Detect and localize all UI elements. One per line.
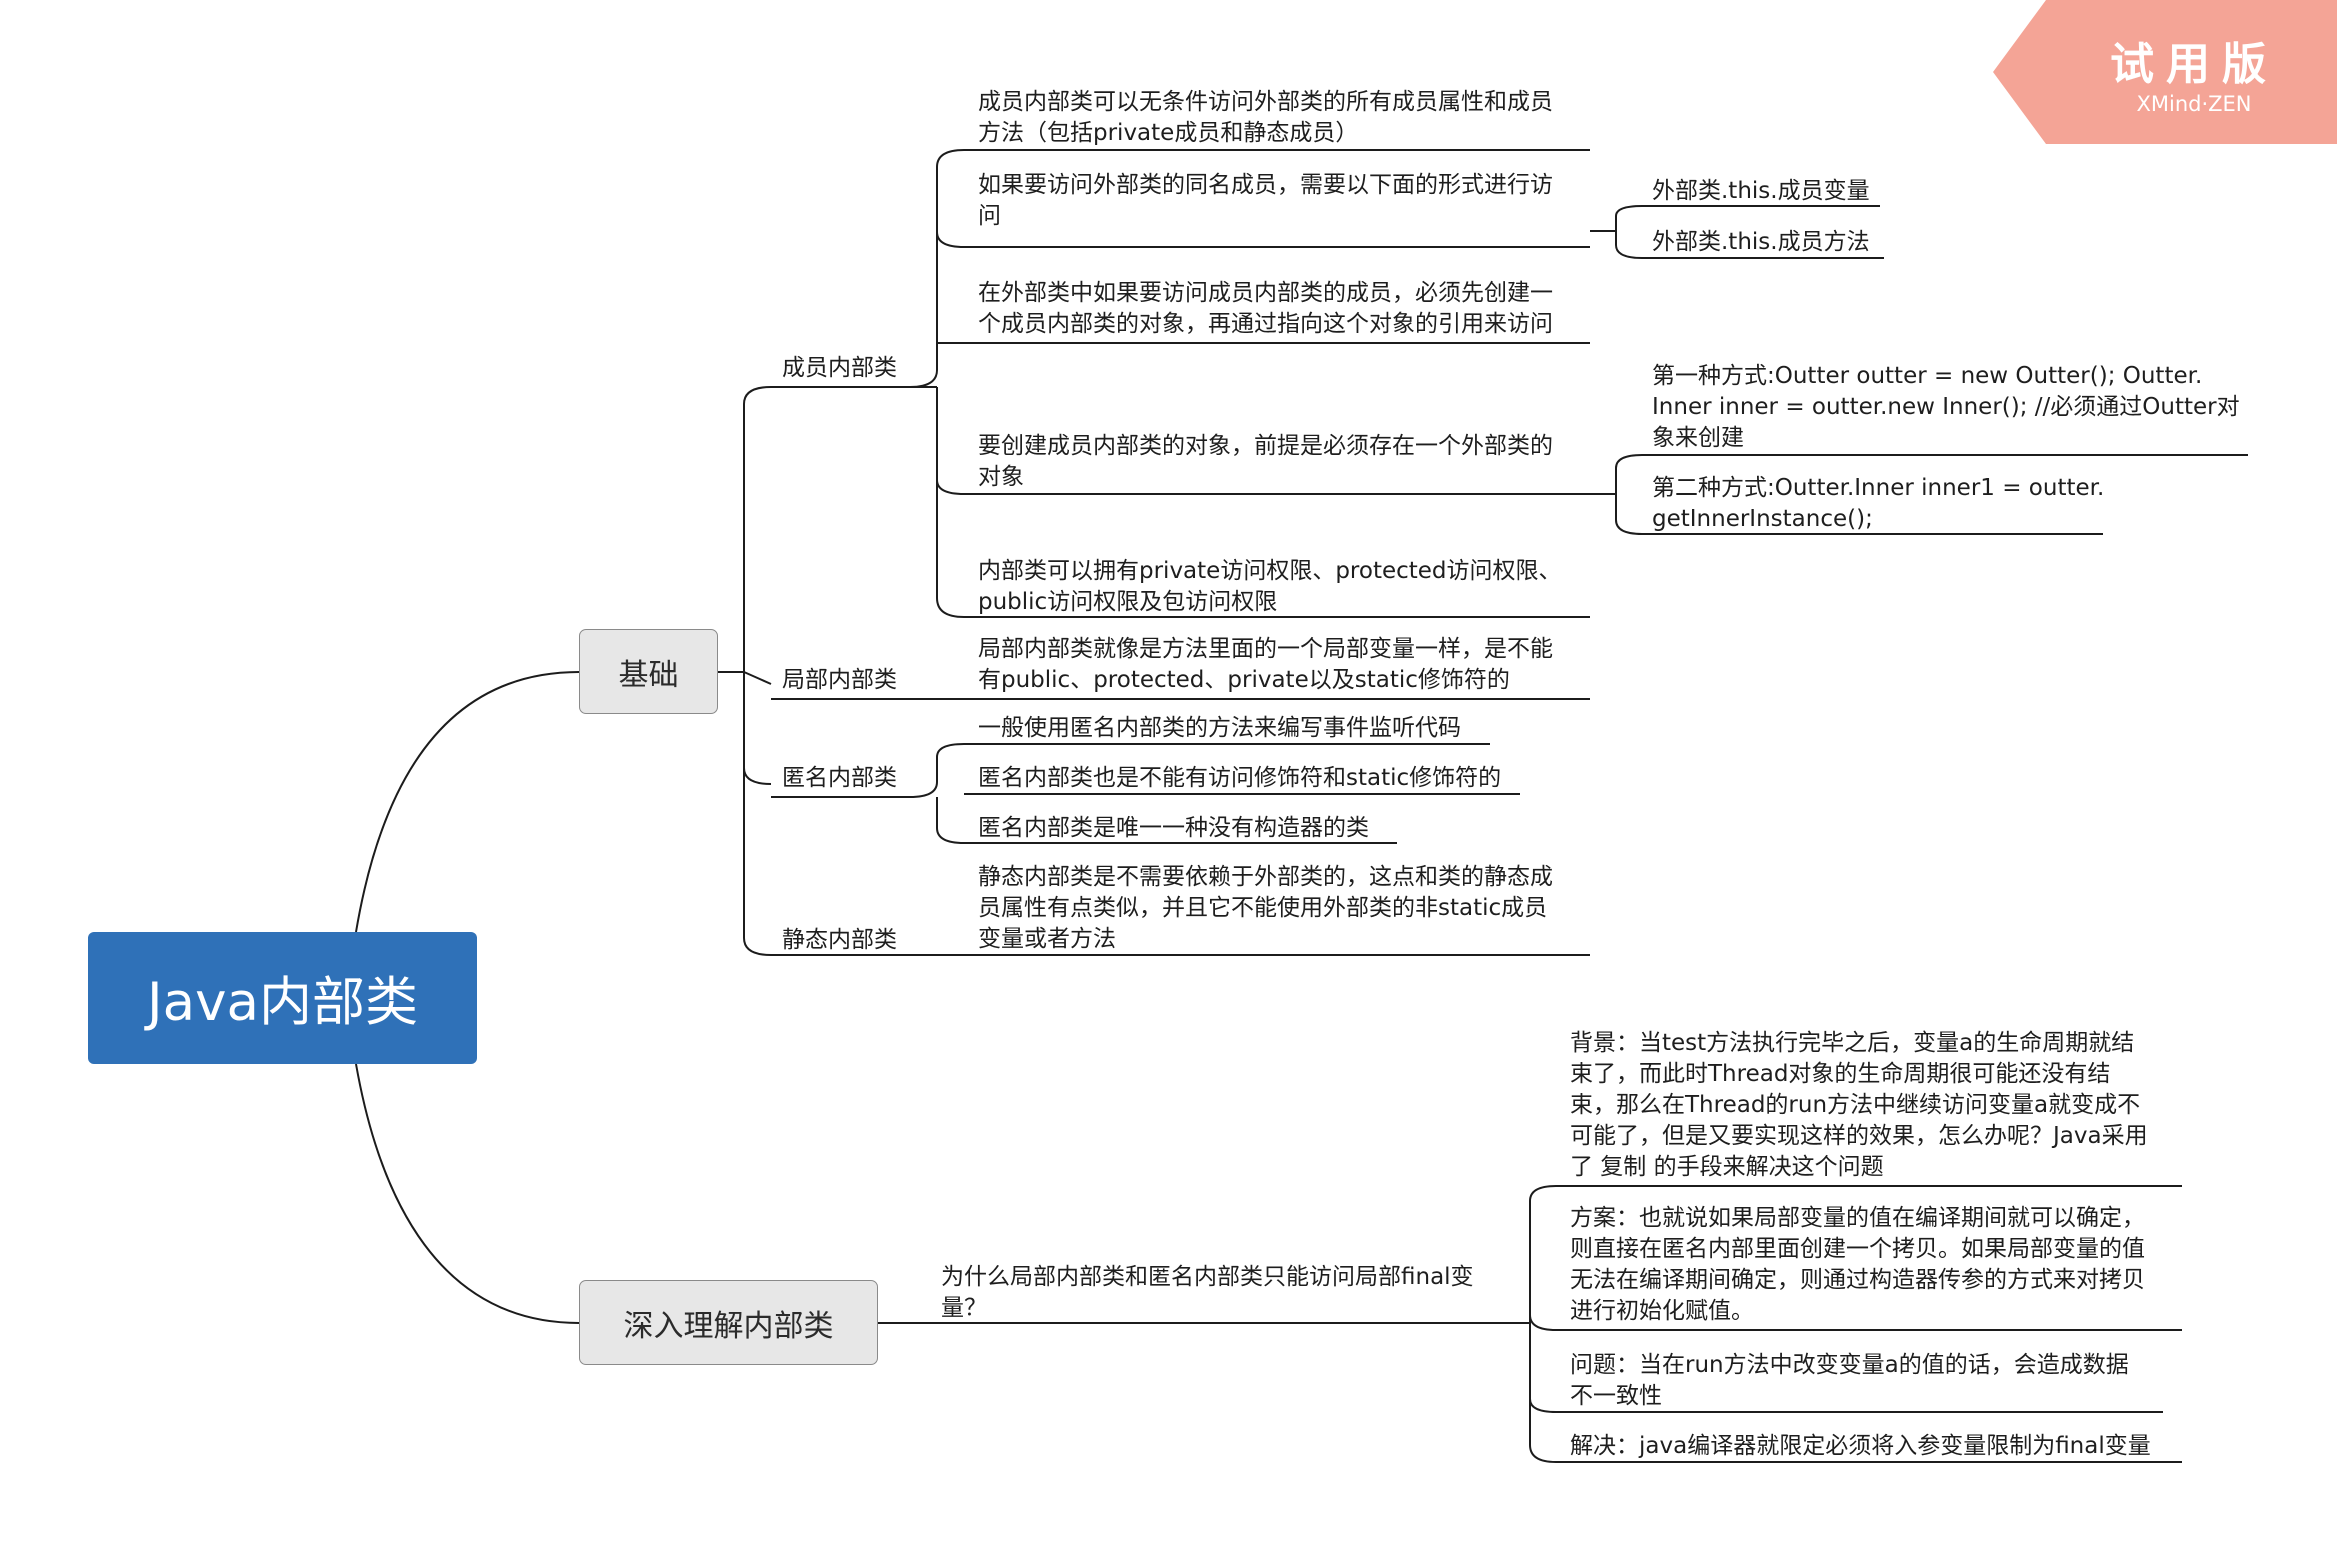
local-item-1-line-2: 有public、protected、private以及static修饰符的 [978,667,1510,693]
trial-watermark-subtitle: XMind·ZEN [2136,92,2252,116]
subtopic-static-inner-class[interactable]: 静态内部类 [782,927,897,953]
connector-basics-subs [743,386,772,956]
deep-question-line-2: 量？ [941,1295,987,1321]
member-item-4-line-1: 要创建成员内部类的对象，前提是必须存在一个外部类的 [978,433,1553,459]
answer-background-line-4: 可能了，但是又要实现这样的效果，怎么办呢？Java采用 [1570,1123,2148,1149]
deep-question-line-1: 为什么局部内部类和匿名内部类只能访问局部final变 [941,1264,1474,1290]
anonymous-item-3[interactable]: 匿名内部类是唯一一种没有构造器的类 [978,815,1369,841]
answer-background-line-5: 了 复制 的手段来解决这个问题 [1570,1154,1884,1180]
same-name-form-variable[interactable]: 外部类.this.成员变量 [1652,178,1870,204]
static-item-1-line-3: 变量或者方法 [978,926,1116,952]
answer-resolution[interactable]: 解决：java编译器就限定必须将入参变量限制为final变量 [1570,1433,2151,1459]
create-way-1-line-2: Inner inner = outter.new Inner(); //必须通过… [1652,394,2240,420]
answer-background-line-1: 背景：当test方法执行完毕之后，变量a的生命周期就结 [1570,1030,2135,1056]
trial-watermark-title: 试用版 [2110,39,2278,90]
answer-solution-line-4: 进行初始化赋值。 [1570,1298,1754,1324]
static-item-1-line-2: 员属性有点类似，并且它不能使用外部类的非static成员 [978,895,1548,921]
topic-basics[interactable]: 基础 [579,629,718,714]
answer-solution-line-1: 方案：也就说如果局部变量的值在编译期间就可以确定， [1570,1205,2145,1231]
connector-root-basics [355,671,580,933]
topic-deep-understanding[interactable]: 深入理解内部类 [579,1280,878,1365]
subtopic-anonymous-inner-class[interactable]: 匿名内部类 [782,765,897,791]
local-item-1-line-1: 局部内部类就像是方法里面的一个局部变量一样，是不能 [978,636,1553,662]
answer-background-line-2: 束了，而此时Thread对象的生命周期很可能还没有结 [1570,1061,2111,1087]
member-item-3-line-2: 个成员内部类的对象，再通过指向这个对象的引用来访问 [978,311,1553,337]
member-item-2-line-2: 问 [978,203,1001,229]
answer-problem-line-1: 问题：当在run方法中改变变量a的值的话，会造成数据 [1570,1352,2129,1378]
same-name-form-method[interactable]: 外部类.this.成员方法 [1652,229,1870,255]
anonymous-item-1[interactable]: 一般使用匿名内部类的方法来编写事件监听代码 [978,715,1461,741]
answer-background-line-3: 束，那么在Thread的run方法中继续访问变量a就变成不 [1570,1092,2141,1118]
root-topic[interactable]: Java内部类 [88,932,477,1064]
subtopic-member-inner-class[interactable]: 成员内部类 [782,355,897,381]
answer-problem-line-2: 不一致性 [1570,1383,1662,1409]
create-way-2-line-2: getInnerInstance(); [1652,506,1873,532]
trial-ribbon [1993,0,2337,144]
create-way-1-line-1: 第一种方式:Outter outter = new Outter(); Outt… [1652,363,2203,389]
member-item-1-line-1: 成员内部类可以无条件访问外部类的所有成员属性和成员 [978,89,1553,115]
member-item-2-line-1: 如果要访问外部类的同名成员，需要以下面的形式进行访 [978,172,1553,198]
create-way-2-line-1: 第二种方式:Outter.Inner inner1 = outter. [1652,475,2105,501]
member-item-5-line-2: public访问权限及包访问权限 [978,589,1278,615]
member-item-3-line-1: 在外部类中如果要访问成员内部类的成员，必须先创建一 [978,280,1553,306]
member-item-4-line-2: 对象 [978,464,1024,490]
subtopic-local-inner-class[interactable]: 局部内部类 [782,667,897,693]
create-way-1-line-3: 象来创建 [1652,425,1744,451]
static-item-1-line-1: 静态内部类是不需要依赖于外部类的，这点和类的静态成 [978,864,1553,890]
answer-solution-line-2: 则直接在匿名内部里面创建一个拷贝。如果局部变量的值 [1570,1236,2145,1262]
answer-solution-line-3: 无法在编译期间确定，则通过构造器传参的方式来对拷贝 [1570,1267,2145,1293]
connector-root-deep [355,1063,580,1324]
anonymous-item-2[interactable]: 匿名内部类也是不能有访问修饰符和static修饰符的 [978,765,1502,791]
member-item-1-line-2: 方法（包括private成员和静态成员） [978,120,1359,146]
member-item-5-line-1: 内部类可以拥有private访问权限、protected访问权限、 [978,558,1562,584]
